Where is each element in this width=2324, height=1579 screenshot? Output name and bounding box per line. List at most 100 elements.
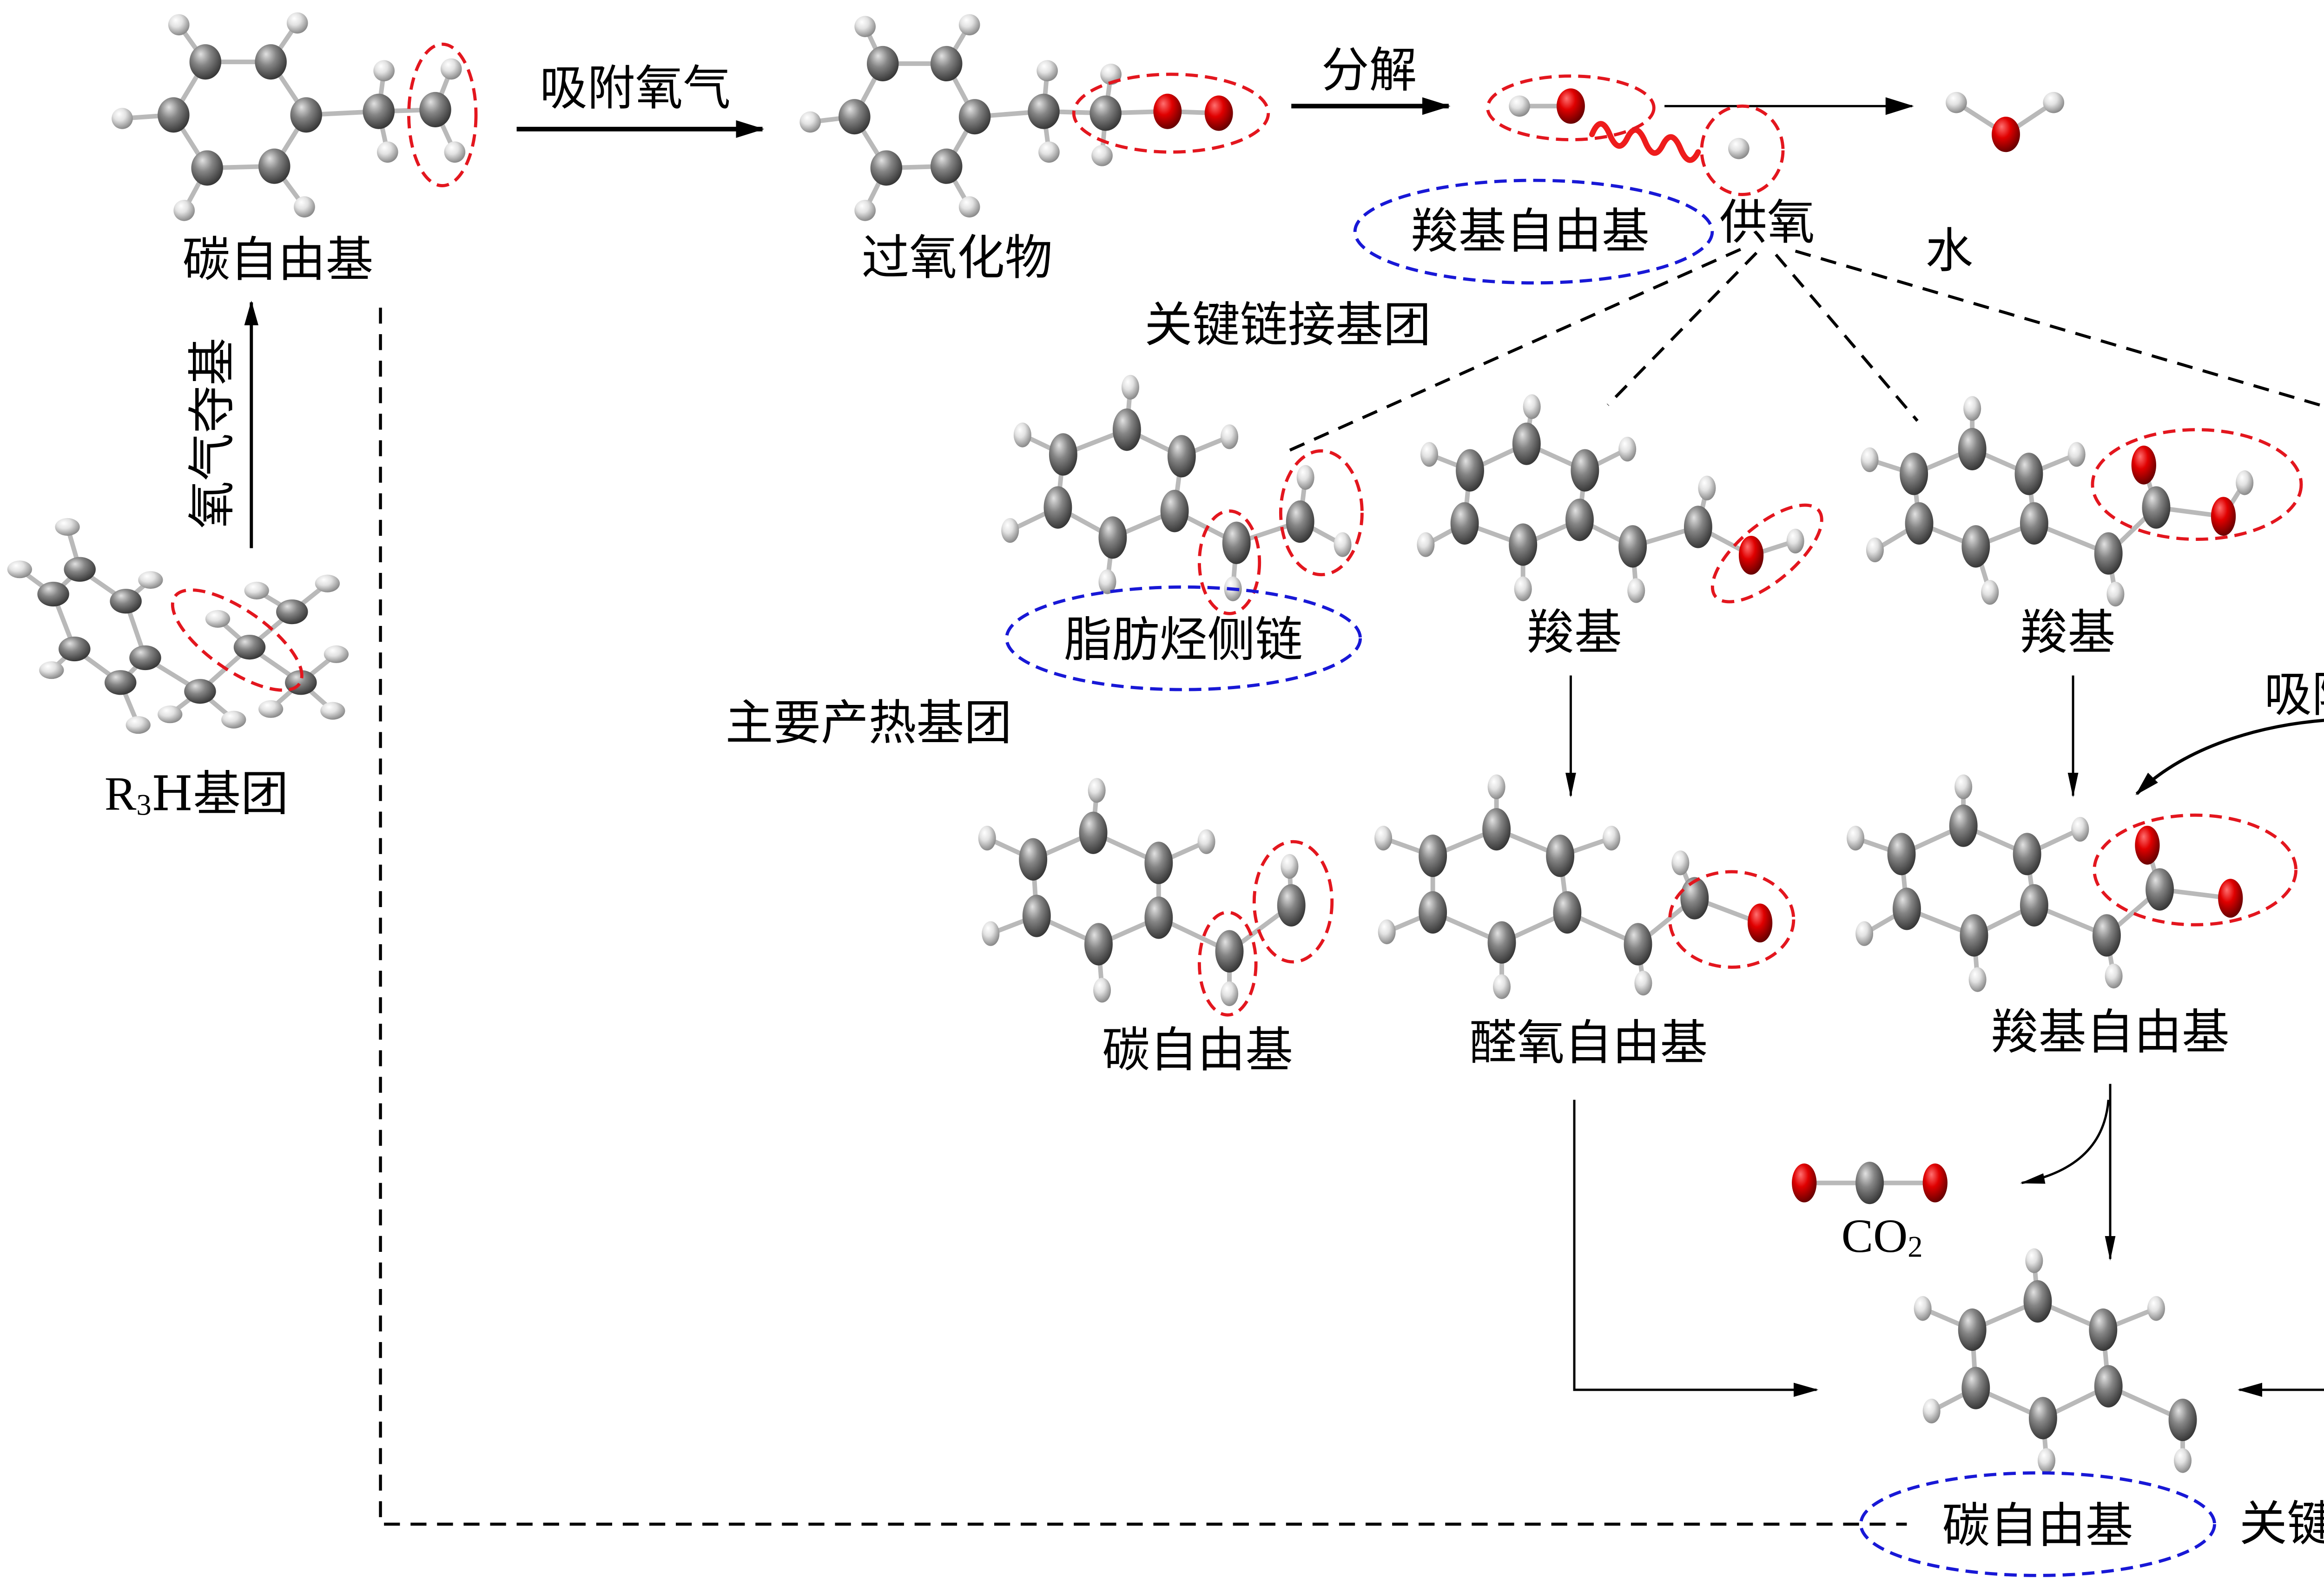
label-aliphatic-side-chain: 脂肪烃侧链	[1064, 612, 1303, 668]
carbon-atom	[1892, 888, 1921, 930]
oxygen-atom	[1204, 95, 1233, 131]
highlight-hydrogen-atom	[1700, 104, 1785, 196]
dashed-oxygen-supply-to-aliphatic	[1283, 248, 1742, 454]
hydrogen-atom	[1197, 829, 1215, 854]
carbon-atom	[958, 99, 991, 135]
carbon-atom	[866, 46, 899, 82]
hydrogen-atom	[1088, 778, 1106, 803]
carbon-atom	[1553, 891, 1582, 934]
label-oxygen-supply: 供氧	[1719, 195, 1815, 250]
arrow-aldehyde-oxy-to-carbon-radical	[1573, 1099, 1819, 1397]
oxygen-atom	[1153, 93, 1182, 129]
hydrogen-atom	[1093, 978, 1111, 1003]
highlight-carboxyl-2-group	[2091, 428, 2303, 541]
carbon-atom	[258, 148, 290, 184]
hydrogen-atom	[1420, 442, 1439, 467]
highlights	[171, 42, 2303, 1577]
r3h-subscript: 3	[136, 788, 151, 821]
highlight-aldehyde-oxy-group	[1668, 870, 1796, 969]
carbon-atom	[419, 92, 451, 127]
carbon-atom	[1900, 453, 1928, 495]
molecule-co2	[1792, 1161, 1948, 1204]
hydrogen-atom	[1671, 850, 1690, 875]
hydrogen-atom	[978, 826, 996, 851]
hydrogen-atom	[2067, 442, 2086, 467]
hydrogen-atom	[39, 661, 64, 679]
carbon-atom	[1419, 835, 1447, 877]
label-carboxyl-radical: 羧基自由基	[1991, 1005, 2230, 1060]
carbon-atom	[2020, 884, 2048, 927]
hydrogen-atom	[1374, 826, 1393, 851]
oxygen-atom	[1992, 117, 2020, 152]
carbon-atom	[2028, 1397, 2057, 1440]
carbon-atom	[1958, 428, 1987, 471]
label-key-link-group-bottom: 关键链接基团	[2239, 1497, 2324, 1552]
carbon-atom	[1456, 449, 1484, 492]
label-co2: CO2	[1842, 1210, 1923, 1263]
carbon-atom	[1089, 95, 1122, 131]
carbon-atom	[110, 589, 142, 614]
carbon-atom	[1043, 486, 1072, 529]
label-carboxyl-radical-circled: 羧基自由基	[1411, 204, 1650, 259]
oxygen-atom	[2131, 445, 2156, 485]
highlight-terminal-methyl	[407, 42, 478, 187]
molecule-carboxyl-1	[1417, 394, 1804, 603]
co2-base: CO	[1842, 1210, 1908, 1263]
carbon-atom	[191, 150, 223, 186]
label-r3h-group: R3H基团	[105, 766, 289, 822]
hydrogen-atom	[854, 16, 876, 37]
hydrogen-atom	[1221, 981, 1239, 1007]
hydrogen-atom	[1861, 447, 1879, 472]
carbon-atom	[838, 99, 871, 135]
hydrogen-atom	[1914, 1296, 1932, 1321]
label-carbon-radical-mid: 碳自由基	[1102, 1023, 1293, 1078]
hydrogen-atom	[1378, 919, 1396, 944]
hydrogen-atom	[1121, 375, 1139, 400]
molecule-hydrogen-atom	[1728, 138, 1750, 159]
molecule-carbon-radical-top	[112, 12, 466, 221]
r3h-suffix: H基团	[152, 766, 289, 822]
molecule-carboxyl-2	[1861, 396, 2254, 607]
hydrogen-atom	[373, 60, 395, 82]
carbon-atom	[1887, 833, 1916, 875]
hydrogen-atom	[158, 705, 183, 724]
carbon-atom	[104, 670, 137, 695]
hydrogen-atom	[324, 645, 349, 663]
hydrogen-atom	[1634, 971, 1652, 996]
hydrogen-atom	[1954, 774, 1973, 799]
hydrogen-atom	[138, 571, 163, 589]
hydrogen-atom	[1493, 974, 1511, 999]
carbon-atom	[1487, 921, 1516, 964]
hydrogen-atom	[258, 700, 284, 718]
carbon-atom	[1565, 499, 1594, 541]
carbon-atom	[2168, 1398, 2197, 1441]
carbon-atom	[1222, 521, 1251, 564]
carbon-atom	[1509, 523, 1538, 566]
carbon-atom	[1286, 500, 1314, 543]
carbon-atom	[1905, 502, 1934, 545]
label-decompose: 分解	[1321, 43, 1417, 99]
hydrogen-atom	[2106, 581, 2125, 607]
hydrogen-atom	[958, 14, 980, 36]
carbon-atom	[1277, 884, 1306, 927]
hydrogen-atom	[294, 196, 315, 218]
carbon-atom	[1482, 808, 1511, 851]
hydrogen-atom	[1417, 532, 1435, 557]
carbon-atom	[255, 44, 287, 80]
carbon-atom	[870, 150, 903, 186]
molecule-r3h-group	[7, 518, 349, 734]
carbon-atom	[1112, 408, 1141, 451]
hydrogen-atom	[173, 199, 195, 221]
hydrogen-atom	[244, 581, 269, 599]
carbon-atom	[930, 148, 963, 184]
oxygen-atom	[1738, 535, 1764, 575]
carbon-atom	[1680, 877, 1709, 920]
carbon-atom	[2142, 486, 2171, 529]
carbon-atom	[1960, 914, 1988, 957]
bond-break-wave	[1589, 121, 1701, 163]
connectors	[244, 97, 2324, 1526]
carbon-atom	[1855, 1161, 1884, 1204]
hydrogen-atom	[2173, 1448, 2192, 1473]
oxygen-atom	[2211, 497, 2236, 536]
